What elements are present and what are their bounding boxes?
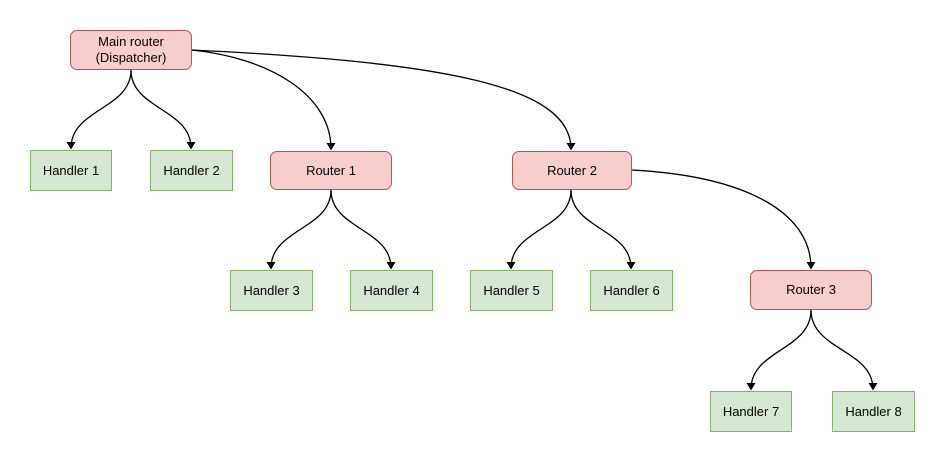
node-main-router-label-line1: Main router [98, 34, 164, 49]
edge-router-2-to-handler-5 [506, 189, 572, 270]
edge-main-router-to-handler-2 [130, 69, 196, 150]
node-handler-7: Handler 7 [710, 391, 792, 432]
node-handler-3: Handler 3 [230, 270, 313, 311]
node-handler-6: Handler 6 [590, 270, 673, 311]
node-handler-2-label: Handler 2 [163, 162, 220, 178]
edge-main-router-to-handler-1 [66, 69, 132, 150]
edge-router-2-to-handler-6 [570, 189, 636, 270]
edge-router-3-to-handler-8 [810, 309, 878, 391]
node-handler-1: Handler 1 [30, 150, 112, 191]
node-handler-4: Handler 4 [350, 270, 433, 311]
node-handler-8: Handler 8 [832, 391, 915, 432]
node-handler-6-label: Handler 6 [603, 282, 660, 298]
edge-main-router-to-router-1 [191, 49, 336, 151]
node-handler-7-label: Handler 7 [722, 403, 780, 419]
edge-router-2-to-router-3 [631, 169, 816, 270]
node-main-router-label-line2: (Dispatcher) [95, 50, 167, 65]
node-handler-1-label: Handler 1 [42, 162, 100, 178]
node-router-1-label: Router 1 [306, 162, 356, 178]
node-handler-2: Handler 2 [150, 150, 233, 191]
node-router-2-label: Router 2 [547, 162, 597, 178]
node-router-2: Router 2 [512, 151, 632, 190]
node-router-3-label: Router 3 [786, 282, 836, 297]
node-router-1: Router 1 [270, 151, 392, 190]
edge-router-3-to-handler-7 [746, 309, 812, 391]
node-handler-4-label: Handler 4 [363, 282, 420, 298]
node-handler-5: Handler 5 [470, 270, 553, 311]
node-router-3: Router 3 [750, 270, 872, 310]
node-main-router: Main router (Dispatcher) [70, 30, 192, 70]
edge-router-1-to-handler-4 [330, 189, 396, 270]
node-handler-5-label: Handler 5 [483, 282, 540, 298]
node-handler-8-label: Handler 8 [845, 403, 902, 419]
node-handler-3-label: Handler 3 [243, 282, 300, 298]
edge-router-1-to-handler-3 [266, 189, 332, 270]
edge-main-router-to-router-2 [191, 49, 576, 151]
